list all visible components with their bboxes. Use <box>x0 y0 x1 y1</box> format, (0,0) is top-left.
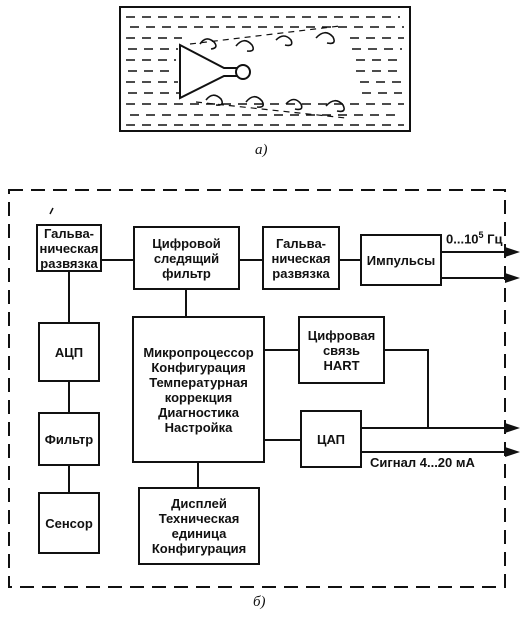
caption-a: а) <box>255 142 268 158</box>
digital-tracking-filter-block: Цифровой следящий фильтр <box>133 226 240 290</box>
frequency-prefix: 0...10 <box>446 231 479 247</box>
adc-block: АЦП <box>38 322 100 382</box>
sensor-bulb <box>235 64 251 80</box>
connections <box>68 251 510 492</box>
bluff-body <box>179 43 239 100</box>
filter-label: Фильтр <box>44 431 94 447</box>
frequency-output-label: 0...105 Гц <box>446 230 503 246</box>
galvanic-isolation-left-label: Гальва- ническая развязка <box>39 225 99 271</box>
galvanic-isolation-right-label: Гальва- ническая развязка <box>271 235 331 281</box>
galvanic-isolation-left-block: Гальва- ническая развязка <box>36 224 102 272</box>
hart-block: Цифровая связь HART <box>298 316 385 384</box>
display-block: Дисплей Техническая единица Конфигурация <box>138 487 260 565</box>
pulses-label: Импульсы <box>366 252 436 268</box>
device-boundary <box>8 189 506 588</box>
frequency-exponent: 5 <box>478 230 484 240</box>
adc-label: АЦП <box>54 344 84 360</box>
sensor-block: Сенсор <box>38 492 100 554</box>
microprocessor-block: Микропроцессор Конфигурация Температурна… <box>132 316 265 463</box>
sensor-label: Сенсор <box>45 515 93 531</box>
galvanic-isolation-right-block: Гальва- ническая развязка <box>262 226 340 290</box>
dac-block: ЦАП <box>300 410 362 468</box>
digital-tracking-filter-label: Цифровой следящий фильтр <box>152 235 221 281</box>
flow-lines <box>126 16 404 126</box>
dac-label: ЦАП <box>316 431 346 447</box>
current-signal-label: Сигнал 4...20 мА <box>370 455 475 470</box>
hart-label: Цифровая связь HART <box>307 327 376 373</box>
pulses-block: Импульсы <box>360 234 442 286</box>
pipe-frame <box>119 6 411 132</box>
microprocessor-label: Микропроцессор Конфигурация Температурна… <box>143 344 254 435</box>
frequency-unit: Гц <box>483 231 503 247</box>
caption-b: б) <box>253 594 266 610</box>
arrowheads <box>505 247 520 457</box>
filter-block: Фильтр <box>38 412 100 466</box>
display-label: Дисплей Техническая единица Конфигурация <box>151 496 247 556</box>
